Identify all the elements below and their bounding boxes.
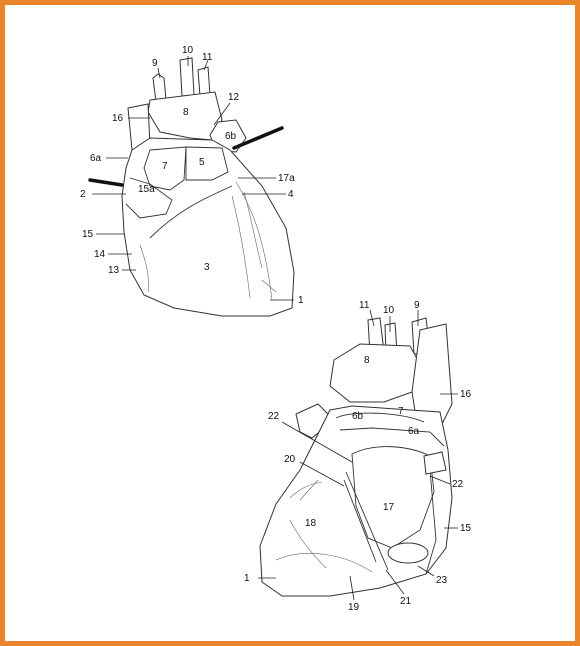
aorta-branch-11 [197,66,211,97]
label: 11 [359,300,370,311]
posterior-labels: 11 10 9 8 16 22 6b 7 6a 20 22 17 18 15 1… [244,300,472,613]
aortic-arch [147,91,223,141]
label: 17a [278,173,295,184]
label: 16 [112,113,124,124]
label: 13 [108,265,120,276]
label: 10 [182,45,194,56]
label: 1 [298,295,304,306]
label: 15 [82,229,94,240]
label: 16 [460,389,472,400]
label: 2 [80,189,86,200]
label: 8 [364,355,370,366]
label: 8 [183,107,189,118]
anterior-labels: 9 10 11 8 12 16 6b 6a 7 5 17a 2 15a 4 15… [80,45,304,306]
label: 3 [204,262,210,273]
label: 9 [152,58,158,69]
label: 6b [352,411,364,422]
label: 6a [408,426,420,437]
leader-lines [92,56,458,601]
anterior-heart-view [88,57,295,317]
label: 9 [414,300,420,311]
pulmonary-vein-right [423,451,447,475]
heart-body [121,137,295,317]
aorta-branch-10 [179,57,195,97]
label: 11 [202,52,213,63]
label: 17 [383,502,395,513]
aorta-branch-9 [152,73,167,103]
label: 14 [94,249,106,260]
label: 22 [268,411,280,422]
label: 15a [138,184,155,195]
label: 4 [288,189,294,200]
heart-diagram: 9 10 11 8 12 16 6b 6a 7 5 17a 2 15a 4 15… [80,45,472,613]
posterior-heart-view [259,317,453,597]
label: 20 [284,454,296,465]
label: 23 [436,575,448,586]
aortic-arch-posterior [329,343,421,403]
label: 7 [162,161,168,172]
inferior-vena-cava [387,542,429,564]
label: 6b [225,131,237,142]
anterior-arrow-2 [88,178,124,187]
label: 19 [348,602,360,613]
label: 1 [244,573,250,584]
label: 5 [199,157,205,168]
label: 22 [452,479,464,490]
label: 18 [305,518,317,529]
label: 10 [383,305,395,316]
label: 12 [228,92,240,103]
label: 7 [398,406,404,417]
label: 6a [90,153,102,164]
label: 21 [400,596,412,607]
anterior-arrow-6b [232,126,284,150]
label: 15 [460,523,472,534]
